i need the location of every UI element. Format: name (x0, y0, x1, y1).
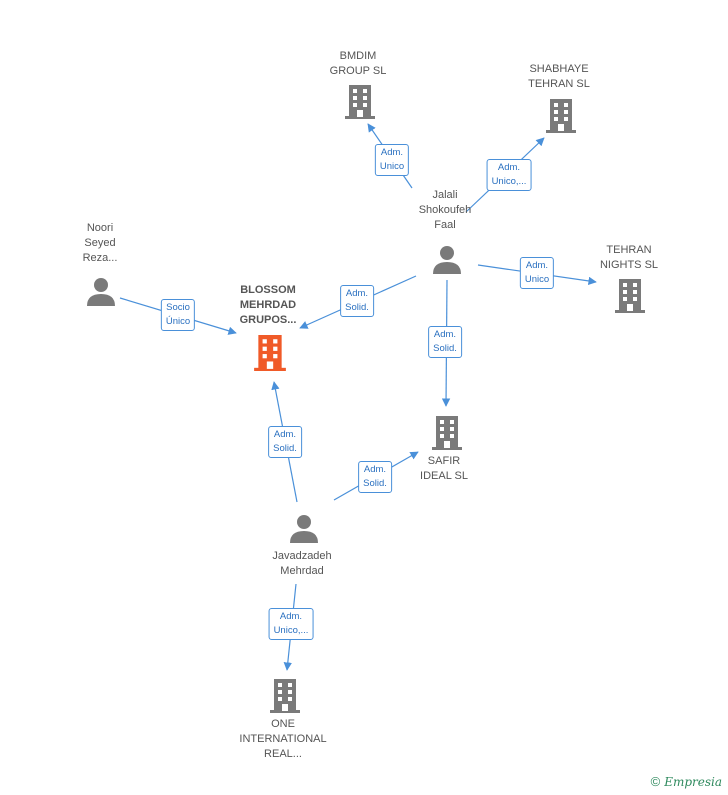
blossom-label[interactable]: BLOSSOM MEHRDAD GRUPOS... (239, 284, 297, 326)
brand-watermark: ©Empresia (651, 774, 722, 789)
tehran-label[interactable]: TEHRAN NIGHTS SL (599, 244, 659, 271)
edge-label-javad-one: Adm. Unico,... (268, 608, 314, 640)
one-label[interactable]: ONE INTERNATIONAL REAL... (239, 718, 327, 760)
jalali-label[interactable]: Jalali Shokoufeh Faal (418, 189, 472, 231)
shabhaye-building-icon (546, 99, 576, 133)
edge-label-jalali-bmdim: Adm. Unico (374, 144, 410, 176)
bmdim-label[interactable]: BMDIM GROUP SL (329, 50, 387, 77)
shabhaye-label[interactable]: SHABHAYE TEHRAN SL (528, 63, 590, 90)
javadzadeh-label[interactable]: Javadzadeh Mehrdad (272, 550, 332, 577)
blossom-building-icon (254, 335, 286, 371)
safir-label[interactable]: SAFIR IDEAL SL (420, 455, 468, 482)
edge-label-noori-blossom: Socio Único (160, 299, 196, 331)
safir-building-icon (432, 416, 462, 450)
one-building-icon (270, 679, 300, 713)
brand-name: Empresia (664, 775, 722, 789)
edge-label-javad-safir: Adm. Solid. (358, 461, 392, 493)
edge-label-javad-blossom: Adm. Solid. (268, 426, 302, 458)
edge-label-jalali-shabhaye: Adm. Unico,... (486, 159, 532, 191)
tehran-building-icon (615, 279, 645, 313)
javadzadeh-person-icon (290, 515, 318, 543)
jalali-person-icon (433, 246, 461, 274)
noori-label[interactable]: Noori Seyed Reza... (82, 222, 118, 264)
copyright-icon: © (650, 774, 661, 789)
noori-person-icon (87, 278, 115, 306)
edge-label-jalali-tehran: Adm. Unico (519, 257, 555, 289)
edge-label-jalali-blossom: Adm. Solid. (340, 285, 374, 317)
bmdim-building-icon (345, 85, 375, 119)
edge-label-jalali-safir: Adm. Solid. (428, 326, 462, 358)
